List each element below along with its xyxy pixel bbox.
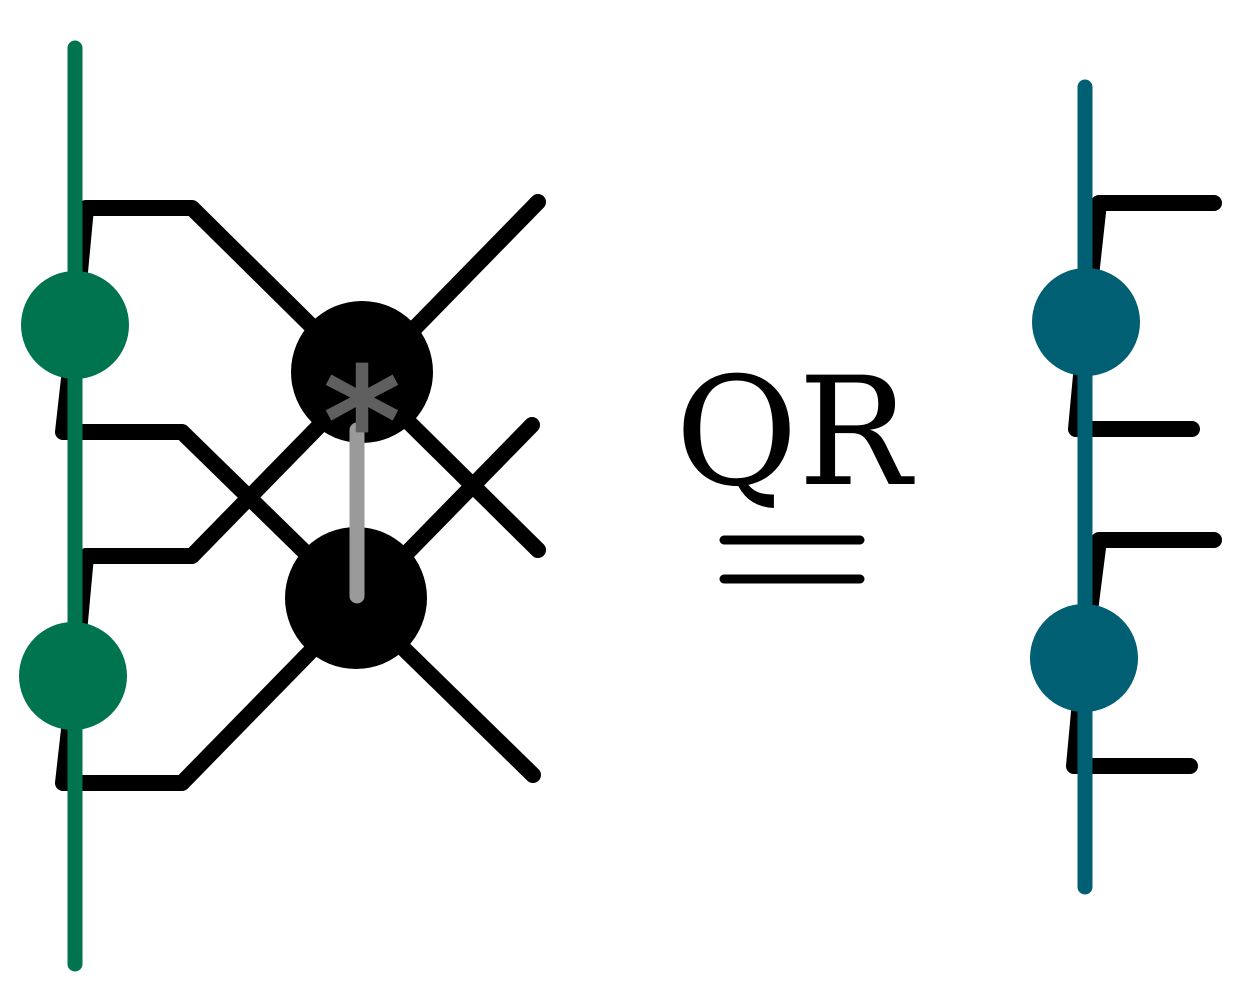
right-tensor-network xyxy=(1030,79,1222,895)
mps-tensor-top xyxy=(21,271,129,379)
qr-equals-group: QR xyxy=(675,346,915,584)
conjugate-star: * xyxy=(323,336,401,510)
left-legs xyxy=(55,194,546,791)
right-tensor-bottom xyxy=(1030,604,1138,712)
gate-tensor-conjugate xyxy=(291,301,433,443)
qr-label: QR xyxy=(675,346,915,520)
left-tensor-network: * xyxy=(19,40,546,972)
right-tensor-top xyxy=(1032,268,1140,376)
mps-tensor-bottom xyxy=(19,622,127,730)
